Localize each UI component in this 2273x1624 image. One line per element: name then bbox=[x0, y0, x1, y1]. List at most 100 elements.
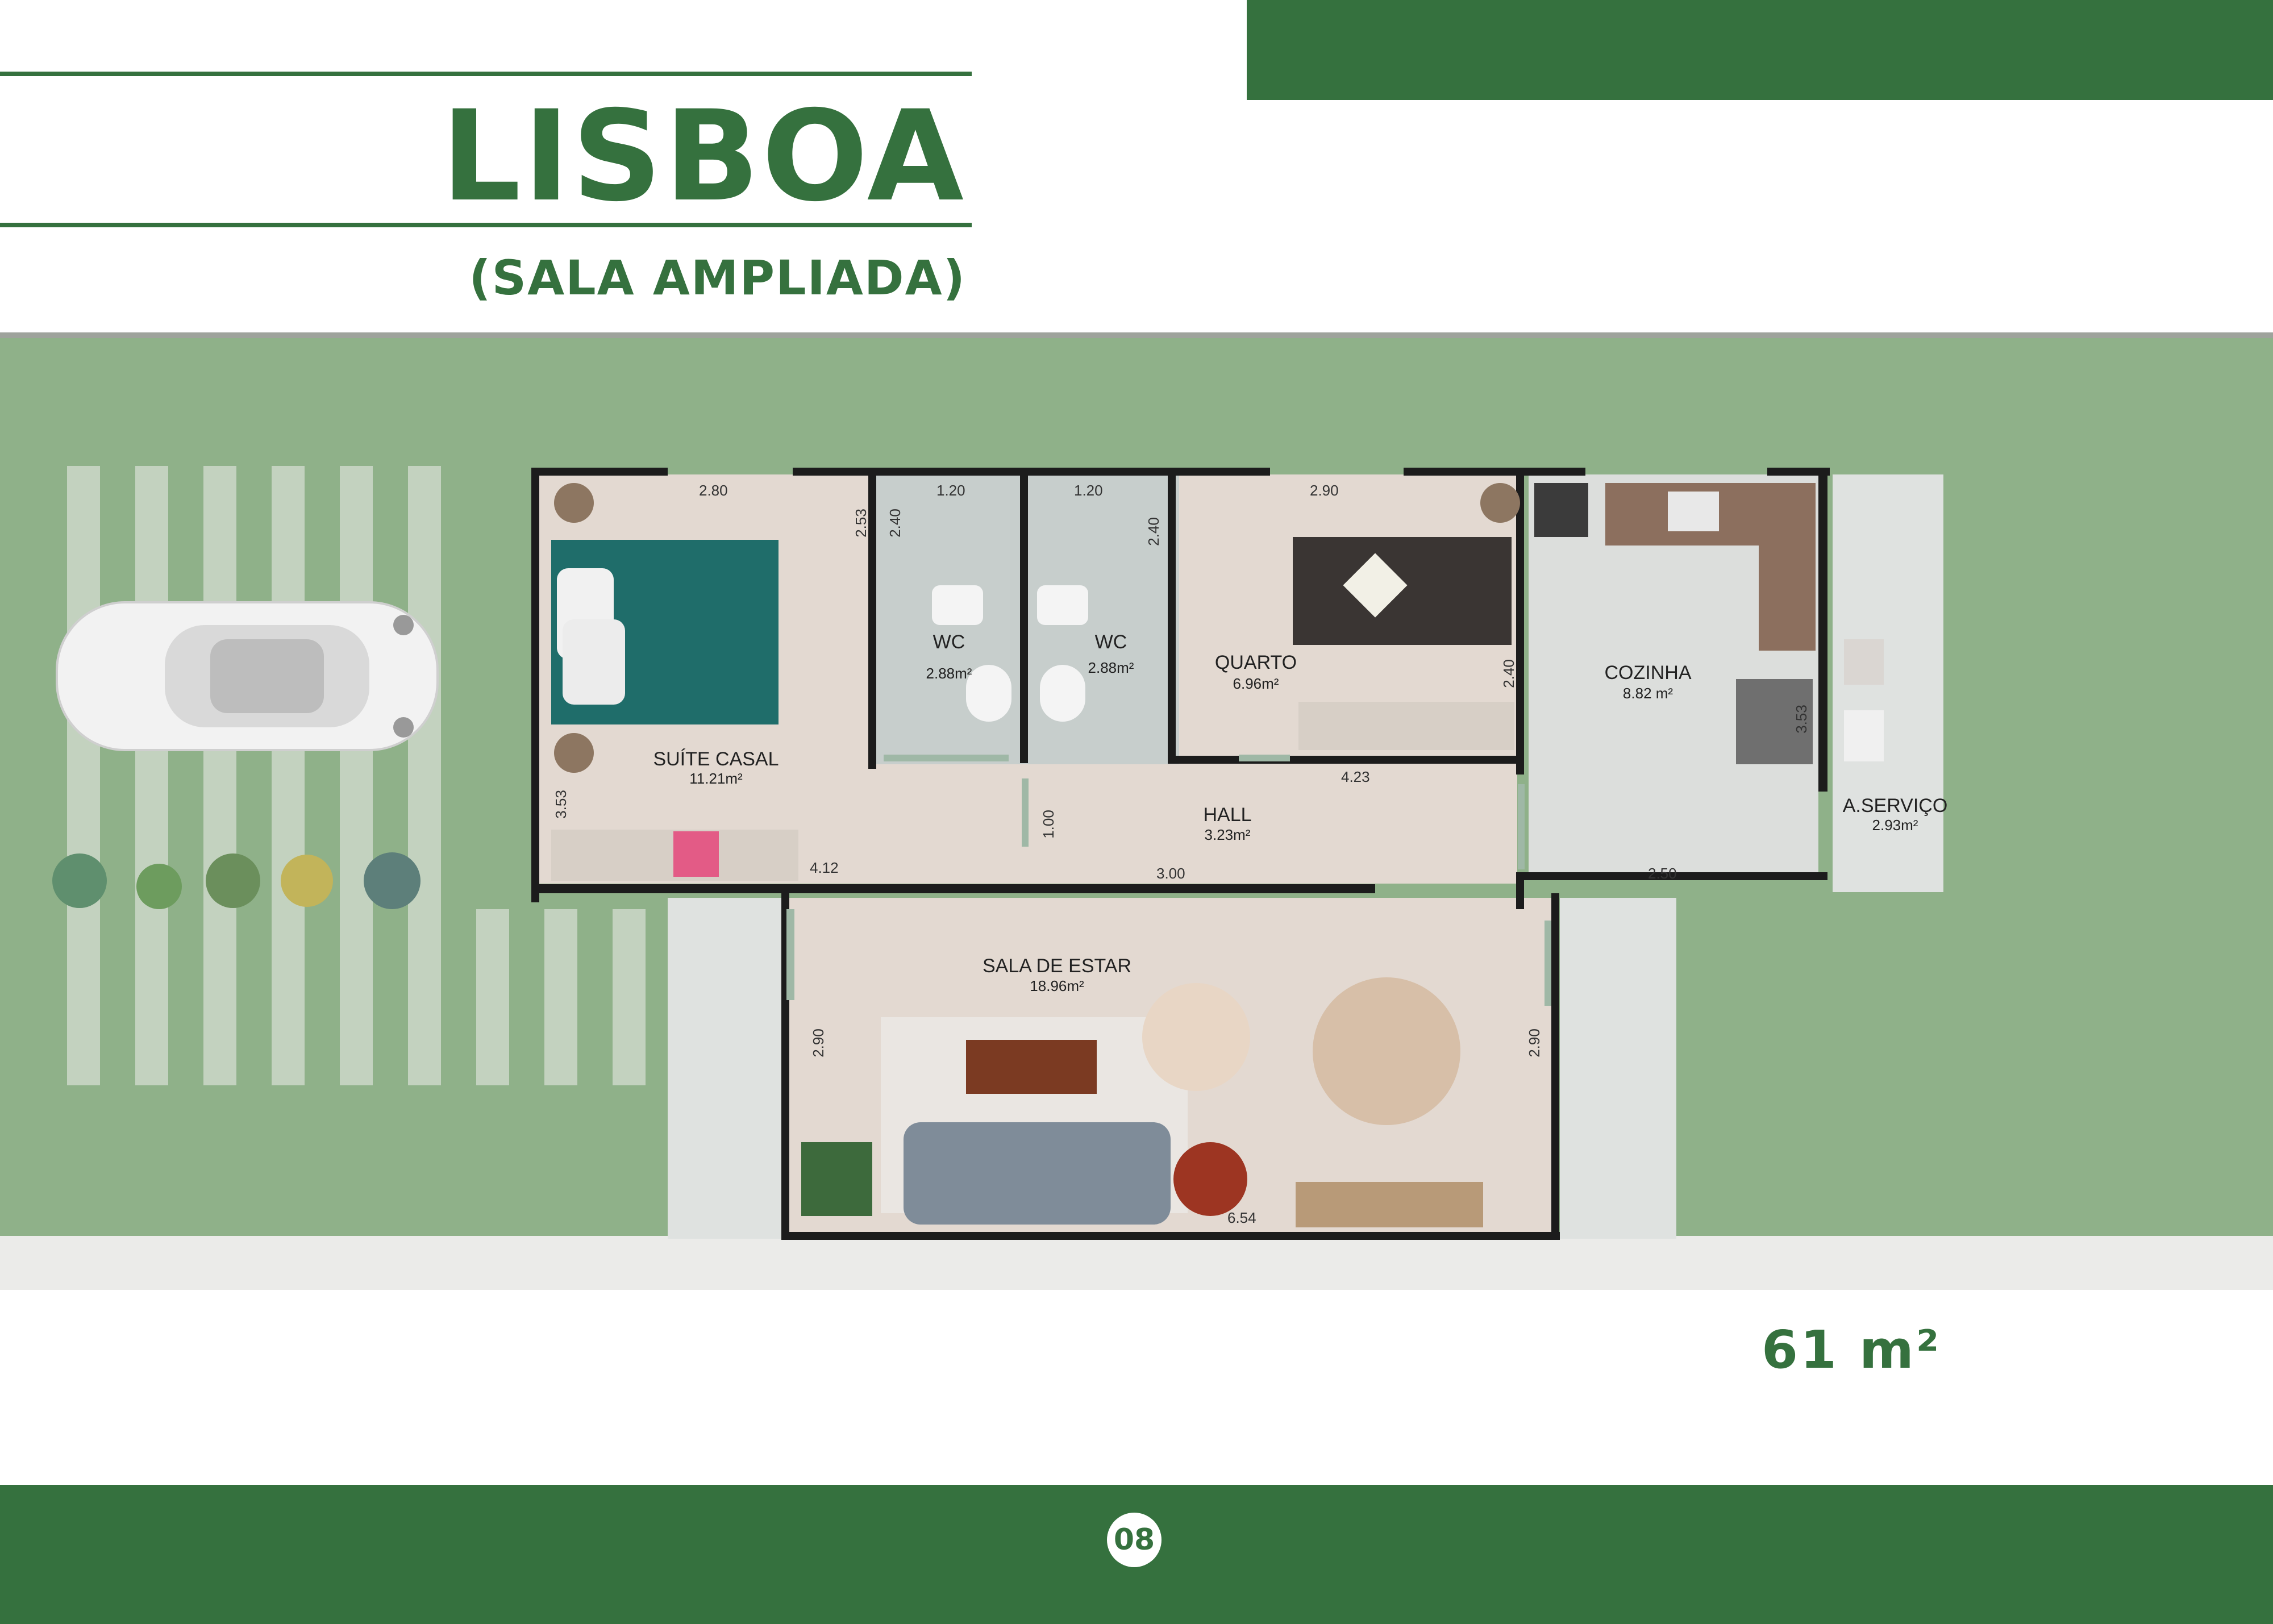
wall bbox=[1818, 468, 1827, 792]
sideboard bbox=[1296, 1182, 1483, 1227]
fridge bbox=[1736, 679, 1813, 764]
room-sala-area: 18.96m² bbox=[1030, 977, 1084, 994]
wall bbox=[781, 1232, 1560, 1240]
shrubs-icon bbox=[52, 852, 421, 909]
dim-quarto-bottom: 4.23 bbox=[1341, 768, 1370, 785]
room-cozinha-area: 8.82 m² bbox=[1622, 685, 1673, 702]
plant-icon bbox=[801, 1142, 872, 1216]
wall bbox=[531, 468, 668, 476]
wall bbox=[1767, 468, 1830, 476]
wall bbox=[1168, 756, 1517, 764]
wardrobe-item bbox=[673, 831, 719, 877]
dim-wc2-side: 2.40 bbox=[1144, 517, 1162, 546]
wall bbox=[793, 468, 1270, 476]
wall bbox=[1551, 893, 1559, 1240]
title-rule-bottom bbox=[0, 223, 972, 227]
washing-machine bbox=[1844, 639, 1884, 685]
room-servico-area: 2.93m² bbox=[1872, 817, 1918, 834]
dim-sala-left: 2.90 bbox=[809, 1028, 827, 1057]
room-sala-name: SALA DE ESTAR bbox=[982, 955, 1132, 977]
side-table bbox=[1173, 1142, 1247, 1216]
dim-sala-right: 2.90 bbox=[1525, 1028, 1543, 1057]
driveway-stripe bbox=[613, 909, 646, 1085]
window bbox=[884, 755, 1009, 761]
dim-cozinha-bottom: 2.50 bbox=[1648, 865, 1677, 882]
driveway-stripe bbox=[135, 466, 168, 1085]
wall bbox=[531, 468, 539, 902]
driveway-stripe bbox=[272, 466, 305, 1085]
dim-quarto-side: 2.40 bbox=[1500, 659, 1517, 688]
dining-table bbox=[1313, 977, 1460, 1125]
paving-left bbox=[668, 898, 781, 1239]
total-area: 61 m² bbox=[1762, 1319, 1942, 1380]
pillow bbox=[563, 619, 625, 705]
dim-suite-left: 3.53 bbox=[552, 790, 569, 819]
paving-right bbox=[1560, 898, 1676, 1239]
driveway-stripe bbox=[476, 909, 509, 1085]
sofa bbox=[904, 1122, 1171, 1225]
room-suite-area: 11.21m² bbox=[689, 770, 743, 787]
driveway-stripe bbox=[67, 466, 100, 1085]
window bbox=[1239, 755, 1290, 761]
page-number: 08 bbox=[1107, 1513, 1162, 1567]
kitchen-counter bbox=[1759, 546, 1816, 651]
dim-cozinha-side: 3.53 bbox=[1792, 705, 1810, 734]
window bbox=[1518, 784, 1525, 869]
room-suite-name: SUÍTE CASAL bbox=[653, 748, 779, 770]
room-wc1-name: WC bbox=[932, 631, 965, 653]
wall bbox=[1168, 468, 1176, 763]
sink bbox=[1040, 665, 1085, 722]
wall bbox=[1516, 468, 1524, 774]
room-servico-name: A.SERVIÇO bbox=[1842, 795, 1948, 817]
hall-floor bbox=[1031, 764, 1517, 884]
toilet bbox=[1037, 585, 1088, 625]
driveway-stripe bbox=[340, 466, 373, 1085]
dim-quarto-top: 2.90 bbox=[1310, 482, 1339, 499]
room-quarto-name: QUARTO bbox=[1214, 652, 1297, 673]
room-hall-area: 3.23m² bbox=[1204, 826, 1251, 843]
room-wc2-area: 2.88m² bbox=[1088, 659, 1134, 676]
dim-suite-right: 2.53 bbox=[852, 509, 869, 538]
nightstand bbox=[1480, 483, 1520, 523]
header-band bbox=[1247, 0, 2273, 100]
armchair bbox=[1142, 983, 1250, 1091]
sidewalk bbox=[0, 1236, 2273, 1290]
nightstand bbox=[554, 483, 594, 523]
wall bbox=[531, 884, 1375, 893]
page-subtitle: (SALA AMPLIADA) bbox=[469, 250, 966, 306]
toilet bbox=[932, 585, 983, 625]
room-cozinha-name: COZINHA bbox=[1604, 662, 1692, 684]
dim-sala-bottom: 6.54 bbox=[1227, 1209, 1256, 1226]
title-rule-top bbox=[0, 72, 972, 76]
dim-suite-top: 2.80 bbox=[699, 482, 728, 499]
dim-wc1-side: 2.40 bbox=[886, 509, 904, 538]
bed bbox=[1293, 537, 1512, 645]
room-wc1-area: 2.88m² bbox=[926, 665, 972, 682]
room-hall-name: HALL bbox=[1203, 804, 1252, 826]
lot-border bbox=[0, 332, 2273, 338]
dim-suite-bottom: 4.12 bbox=[810, 859, 839, 876]
window bbox=[786, 909, 794, 1000]
dim-hall-bottom: 3.00 bbox=[1156, 865, 1185, 882]
wall bbox=[1516, 872, 1524, 909]
wall bbox=[1020, 468, 1028, 763]
window bbox=[1545, 921, 1551, 1006]
sink bbox=[966, 665, 1011, 722]
wardrobe bbox=[1298, 702, 1514, 750]
wall bbox=[1404, 468, 1585, 476]
dim-wc2-top: 1.20 bbox=[1074, 482, 1103, 499]
car-icon bbox=[56, 601, 439, 751]
nightstand bbox=[554, 733, 594, 773]
driveway-stripe bbox=[408, 466, 441, 1085]
coffee-table bbox=[966, 1040, 1097, 1094]
stove bbox=[1534, 483, 1588, 537]
kitchen-sink bbox=[1668, 492, 1719, 531]
wall bbox=[868, 468, 876, 769]
room-wc2-name: WC bbox=[1094, 631, 1127, 653]
page-title: LISBOA bbox=[441, 84, 966, 229]
tank bbox=[1844, 710, 1884, 761]
wall bbox=[1516, 872, 1827, 880]
dim-wc1-top: 1.20 bbox=[936, 482, 965, 499]
driveway-stripe bbox=[203, 466, 236, 1085]
window bbox=[1022, 778, 1029, 847]
